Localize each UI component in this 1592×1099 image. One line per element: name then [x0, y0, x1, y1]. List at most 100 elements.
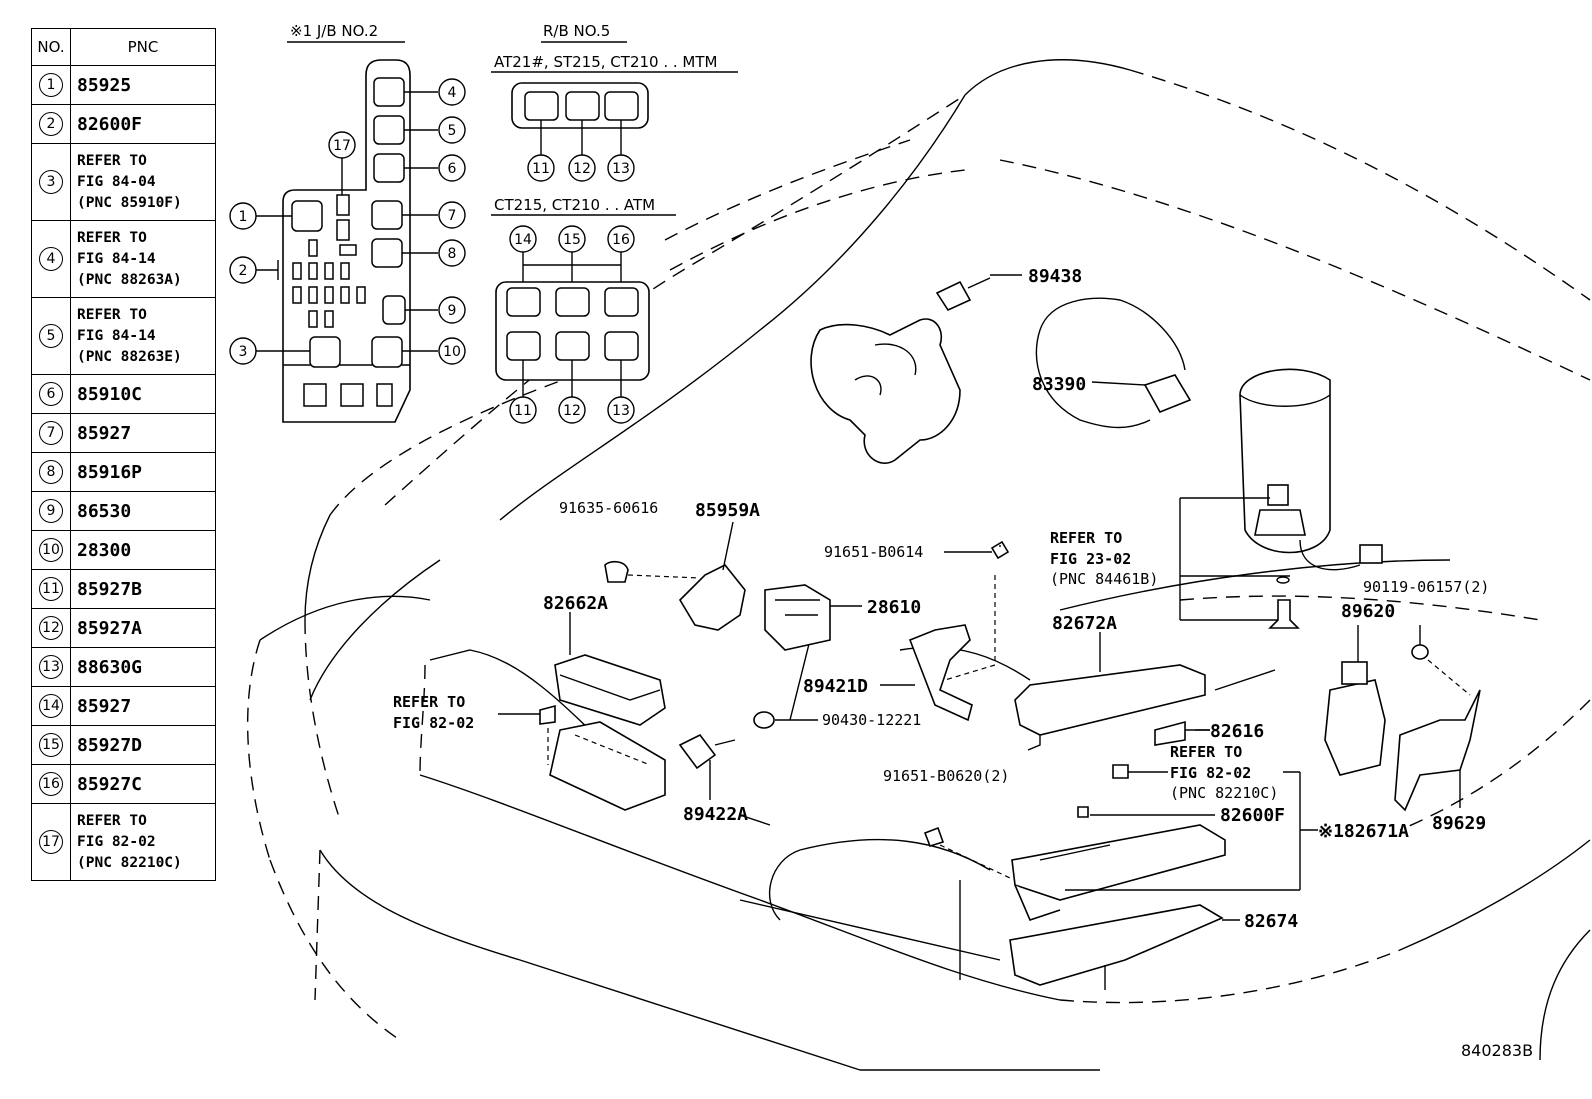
callout-12-atm: 12 — [563, 403, 581, 419]
label-83390: 83390 — [1032, 374, 1086, 395]
callout-13-atm: 13 — [612, 403, 630, 419]
refer-line: REFER TO — [77, 306, 147, 323]
callout-1: 1 — [239, 209, 248, 225]
row-number: 13 — [39, 655, 63, 679]
callout-15: 15 — [563, 232, 581, 248]
label-90430-12221: 90430-12221 — [822, 711, 921, 729]
fluid-reservoir-illustration — [1035, 297, 1383, 629]
table-row: 3 REFER TO FIG 84-04 (PNC 85910F) — [31, 143, 216, 221]
row-pnc: 28300 — [70, 530, 216, 570]
callout-11-mtm: 11 — [532, 161, 550, 177]
row-number: 3 — [39, 170, 63, 194]
label-90119-06157: 90119-06157(2) — [1363, 578, 1489, 596]
refer-line: REFER TO — [77, 152, 147, 169]
row-pnc: 85927 — [70, 413, 216, 453]
table-row: 12 85927A — [31, 608, 216, 648]
relay-block-no5: R/B NO.5 AT21#, ST215, CT210 . . MTM 11 … — [491, 22, 738, 424]
refer-23-02-line1: REFER TO — [1050, 529, 1122, 547]
refer-82-02-b-line2: FIG 82-02 — [1170, 764, 1251, 782]
rb-title: R/B NO.5 — [543, 22, 610, 40]
label-89422a: 89422A — [683, 804, 748, 825]
label-82662a: 82662A — [543, 593, 608, 614]
figure-id: 840283B — [1461, 1041, 1534, 1060]
callout-16: 16 — [612, 232, 630, 248]
table-row: 9 86530 — [31, 491, 216, 531]
sensor-bracket-illustration — [880, 540, 1010, 722]
row-number: 8 — [39, 460, 63, 484]
callout-13-mtm: 13 — [612, 161, 630, 177]
refer-leader-lines — [1179, 497, 1290, 621]
row-number: 15 — [39, 733, 63, 757]
row-number: 11 — [39, 577, 63, 601]
part-labels: 89438 83390 85959A 91635-60616 82662A 28… — [393, 266, 1489, 932]
row-number: 7 — [39, 421, 63, 445]
refer-line: FIG 82-02 — [77, 833, 156, 850]
refer-82-02-b-line1: REFER TO — [1170, 743, 1242, 761]
row-pnc: 85927A — [70, 608, 216, 648]
label-82672a: 82672A — [1052, 613, 1117, 634]
refer-line: (PNC 88263A) — [77, 271, 182, 288]
refer-line: REFER TO — [77, 229, 147, 246]
callout-3: 3 — [239, 344, 248, 360]
table-header: NO. PNC — [31, 28, 216, 66]
row-pnc: 85927C — [70, 764, 216, 804]
label-89629: 89629 — [1432, 813, 1486, 834]
label-89438: 89438 — [1028, 266, 1082, 287]
callout-10: 10 — [443, 344, 461, 360]
callout-11-atm: 11 — [514, 403, 532, 419]
callout-5: 5 — [448, 123, 457, 139]
refer-23-02-line2: FIG 23-02 — [1050, 550, 1131, 568]
jb-title: ※1 J/B NO.2 — [290, 22, 378, 40]
refer-line: FIG 84-14 — [77, 250, 156, 267]
rb-atm-label: CT215, CT210 . . ATM — [494, 196, 655, 214]
row-number: 1 — [39, 73, 63, 97]
row-pnc: 85927D — [70, 725, 216, 765]
row-refer: REFER TO FIG 84-04 (PNC 85910F) — [70, 143, 216, 221]
row-pnc: 88630G — [70, 647, 216, 687]
callout-4: 4 — [448, 85, 457, 101]
label-82671a: ※182671A — [1318, 821, 1409, 842]
label-28610: 28610 — [867, 597, 921, 618]
callout-7: 7 — [448, 208, 457, 224]
row-number: 14 — [39, 694, 63, 718]
row-pnc: 86530 — [70, 491, 216, 531]
sensor-washer-illustration — [678, 711, 818, 826]
refer-line: FIG 84-04 — [77, 173, 156, 190]
label-82616: 82616 — [1210, 721, 1264, 742]
callout-6: 6 — [448, 161, 457, 177]
row-number: 17 — [39, 830, 63, 854]
refer-82-02-a-line2: FIG 82-02 — [393, 714, 474, 732]
table-row: 7 85927 — [31, 413, 216, 453]
label-leaders — [722, 521, 1276, 731]
refer-82-02-b-line3: (PNC 82210C) — [1170, 784, 1278, 802]
table-row: 13 88630G — [31, 647, 216, 687]
label-91651-b0620: 91651-B0620(2) — [883, 767, 1009, 785]
refer-line: (PNC 82210C) — [77, 854, 182, 871]
label-82674: 82674 — [1244, 911, 1298, 932]
refer-line: FIG 84-14 — [77, 327, 156, 344]
header-pnc: PNC — [70, 28, 216, 66]
label-89421d: 89421D — [803, 676, 868, 697]
row-number: 6 — [39, 382, 63, 406]
table-row: 15 85927D — [31, 725, 216, 765]
control-module-illustration — [1324, 625, 1481, 812]
relay-bracket-illustration — [604, 560, 862, 651]
row-number: 9 — [39, 499, 63, 523]
refer-line: (PNC 85910F) — [77, 194, 182, 211]
row-number: 12 — [39, 616, 63, 640]
fuse-box-cover-illustration — [498, 612, 666, 811]
